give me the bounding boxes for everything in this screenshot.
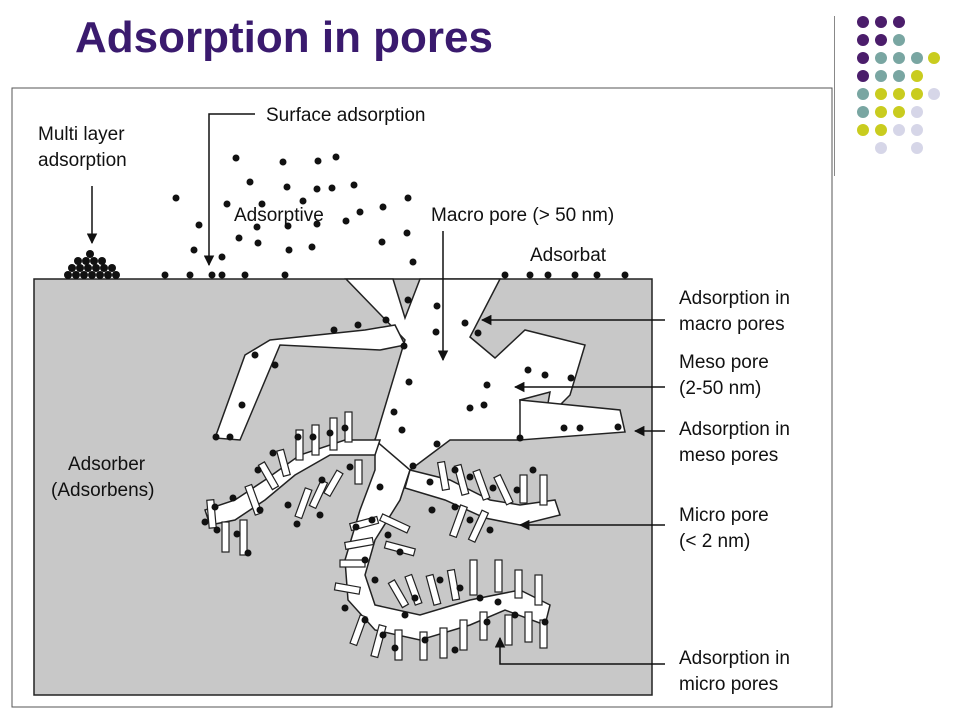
label-macro-pore: Macro pore (> 50 nm) bbox=[431, 205, 614, 226]
title-divider bbox=[834, 16, 835, 176]
label-multilayer-2: adsorption bbox=[38, 150, 127, 171]
label-ads-micro-1: Adsorption in bbox=[679, 648, 790, 669]
label-ads-meso-1: Adsorption in bbox=[679, 419, 790, 440]
label-ads-macro-2: macro pores bbox=[679, 314, 785, 335]
label-adsorber-2: (Adsorbens) bbox=[51, 480, 155, 501]
meso-pore-right bbox=[519, 399, 626, 441]
meso-pore-left bbox=[213, 324, 407, 441]
label-micro-pore-2: (< 2 nm) bbox=[679, 531, 750, 552]
label-surface-adsorption: Surface adsorption bbox=[266, 105, 426, 126]
annotation-arrows bbox=[86, 113, 665, 665]
diagram-frame bbox=[11, 87, 833, 708]
label-micro-pore-1: Micro pore bbox=[679, 505, 769, 526]
multilayer-pile bbox=[64, 250, 120, 279]
dot-grid bbox=[857, 16, 940, 154]
label-ads-macro-1: Adsorption in bbox=[679, 288, 790, 309]
label-adsorber-1: Adsorber bbox=[68, 454, 146, 475]
label-ads-meso-2: meso pores bbox=[679, 445, 778, 466]
label-multilayer-1: Multi layer bbox=[38, 124, 125, 145]
label-adsorptive: Adsorptive bbox=[234, 205, 324, 226]
label-meso-pore-1: Meso pore bbox=[679, 352, 769, 373]
label-ads-micro-2: micro pores bbox=[679, 674, 778, 695]
label-adsorbat: Adsorbat bbox=[530, 245, 607, 266]
slide-title: Adsorption in pores bbox=[75, 13, 493, 62]
dot-grid-icon bbox=[857, 16, 940, 154]
label-meso-pore-2: (2-50 nm) bbox=[679, 378, 761, 399]
adsorbate-particles bbox=[161, 153, 629, 654]
